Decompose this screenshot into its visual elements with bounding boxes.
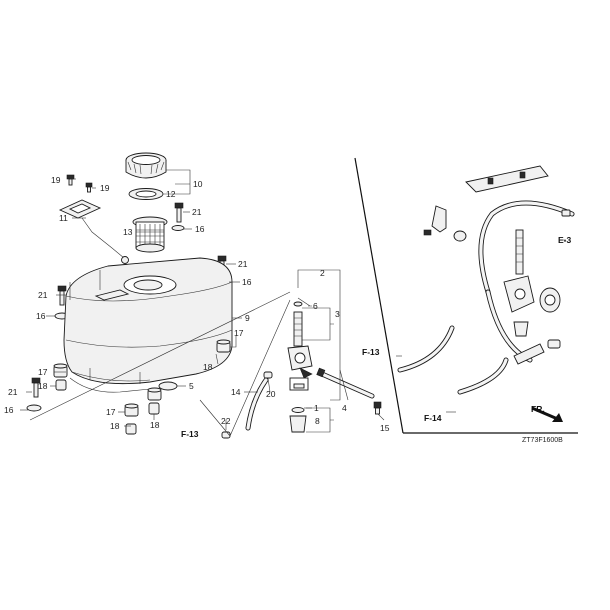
bracket-left-right-panel	[423, 205, 447, 236]
clip-right-e3	[561, 209, 571, 217]
callout-14: 14	[231, 387, 241, 397]
bolt-15	[373, 401, 382, 415]
grommet-right	[453, 230, 467, 242]
collar-18-center	[148, 402, 160, 415]
callout-5: 5	[189, 381, 194, 391]
bolt-21-cap	[174, 202, 184, 223]
callout-10: 10	[193, 179, 203, 189]
callout-19a: 19	[51, 175, 61, 185]
callout-16a: 16	[195, 224, 205, 234]
callout-19b: 19	[100, 183, 110, 193]
callout-21a: 21	[192, 207, 202, 217]
washer-16-lower	[26, 404, 42, 412]
callout-21c: 21	[38, 290, 48, 300]
reference-f13-right: F-13	[362, 347, 380, 357]
collar-18-left	[55, 379, 67, 391]
leader-lines	[20, 169, 566, 437]
callout-18d: 18	[150, 420, 160, 430]
fuel-cock-bowl	[289, 407, 307, 433]
front-direction-label: FR.	[531, 404, 545, 414]
hose-f14-right	[457, 357, 509, 395]
callout-11: 11	[59, 213, 68, 223]
fuel-strainer-tube	[293, 301, 303, 347]
callout-9: 9	[245, 313, 250, 323]
callout-17c: 17	[106, 407, 116, 417]
callout-18a: 18	[203, 362, 213, 372]
callout-4: 4	[342, 403, 347, 413]
reference-labels: F-13 F-13 F-14 E-3 FR. ZT73F1600B	[181, 235, 572, 444]
callout-1: 1	[314, 403, 319, 413]
mounting-bracket-top	[465, 165, 549, 193]
tee-joint-right	[513, 339, 561, 365]
callout-21b: 21	[238, 259, 248, 269]
fuel-tank	[63, 257, 233, 393]
callout-3: 3	[335, 309, 340, 319]
callout-2: 2	[320, 268, 325, 278]
fuel-cock-right	[503, 229, 561, 313]
right-panel-frame	[354, 157, 578, 434]
screw-19b	[85, 182, 93, 193]
mount-rubber-17-left	[53, 363, 68, 378]
callout-21d: 21	[8, 387, 18, 397]
front-direction-arrow	[531, 406, 563, 422]
screw-19a	[66, 174, 75, 186]
mount-rubber-17-bottom	[124, 403, 139, 417]
fuel-gauge	[58, 199, 129, 264]
fuel-strainer	[132, 216, 168, 253]
callout-labels: 19 19 10 12 11 21 13 16 21 16 21 16 9 17…	[4, 175, 390, 433]
diagram-code: ZT73F1600B	[522, 437, 563, 444]
callout-13: 13	[123, 227, 133, 237]
callout-17b: 17	[38, 367, 48, 377]
callout-17a: 17	[234, 328, 244, 338]
reference-f13-left: F-13	[181, 429, 199, 439]
callout-8: 8	[315, 416, 320, 426]
fuel-cock	[287, 345, 313, 379]
reference-f14: F-14	[424, 413, 442, 423]
callout-16b: 16	[242, 277, 252, 287]
hose-clip-20	[263, 371, 273, 379]
mount-rubber-17-center	[147, 387, 162, 401]
reference-e3: E-3	[558, 235, 572, 245]
collar-18-bottom	[125, 423, 137, 435]
callout-16c: 16	[36, 311, 46, 321]
washer-5	[158, 381, 178, 391]
callout-18c: 18	[110, 421, 120, 431]
washer-16-cap	[171, 225, 185, 231]
mount-rubber-17-right	[216, 339, 231, 353]
callout-20: 20	[266, 389, 276, 399]
callout-6: 6	[313, 301, 318, 311]
fuel-cock-gasket-bracket	[289, 377, 309, 391]
callout-18b: 18	[38, 381, 48, 391]
callout-16d: 16	[4, 405, 14, 415]
callout-15: 15	[380, 423, 390, 433]
fuel-cap	[125, 152, 167, 179]
callout-12: 12	[166, 189, 176, 199]
callout-22: 22	[221, 416, 231, 426]
fuel-hose-14	[245, 377, 269, 431]
fuel-hose-4	[316, 367, 375, 399]
hose-f13-right	[397, 325, 455, 373]
bowl-right	[513, 321, 529, 337]
bolt-21-left	[57, 285, 67, 306]
cap-gasket	[128, 188, 164, 200]
bolt-21-lower-left	[31, 377, 41, 398]
